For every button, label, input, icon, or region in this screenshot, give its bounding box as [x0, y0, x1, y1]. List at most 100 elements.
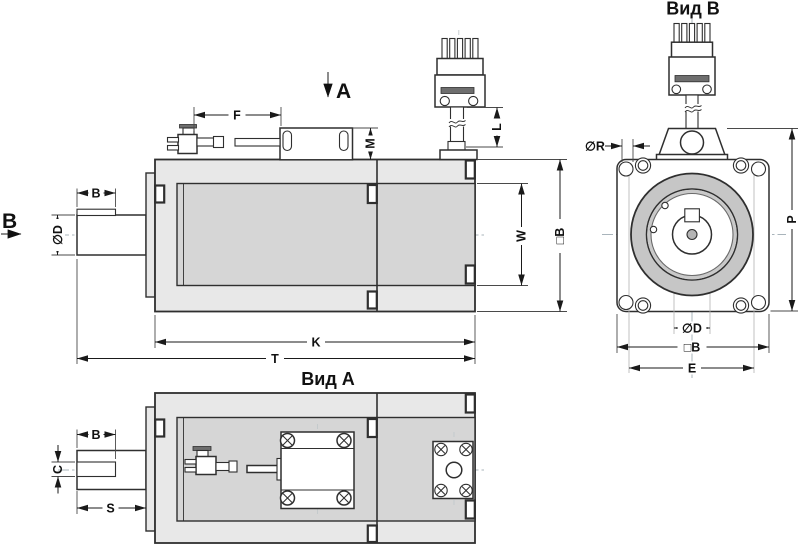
- cable: [685, 94, 699, 134]
- cable-break: [684, 105, 702, 109]
- front-flange-tab: [145, 172, 156, 298]
- keyway: [684, 208, 700, 223]
- bottom-view-title: Вид A: [301, 369, 355, 389]
- cover-screw: [459, 483, 473, 498]
- rear-cover-plate: [432, 432, 474, 508]
- flange-face: [616, 157, 770, 373]
- cover-screw: [459, 442, 473, 457]
- connector-latch: [192, 446, 212, 451]
- mounting-hole: [750, 161, 767, 177]
- counterbore-hole: [732, 297, 750, 314]
- connector-cap: [436, 57, 484, 76]
- dim-label-shaft-dia: ∅D: [51, 225, 65, 245]
- dim-label-front-shaft-dia: ∅D: [682, 321, 702, 335]
- front-view: Вид B: [585, 0, 799, 378]
- clamp-tab: [464, 393, 476, 414]
- keyway-slot: [76, 461, 117, 478]
- connector-pin: [673, 22, 680, 44]
- mounting-hole: [750, 294, 767, 311]
- dim-label-t: T: [271, 352, 279, 366]
- encoder-pigtail-connector: [166, 124, 281, 155]
- bore-ring: [647, 189, 737, 280]
- connector-pin: [449, 37, 456, 60]
- clamp-tab: [464, 264, 476, 285]
- terminal-box-slot: [338, 130, 349, 152]
- dim-label-l: L: [490, 123, 504, 131]
- dim-label-f: F: [233, 109, 241, 123]
- connector-collar: [212, 135, 225, 149]
- front-view-title: Вид B: [666, 0, 720, 19]
- clamp-tab: [366, 524, 378, 544]
- connector-housing: [195, 455, 217, 476]
- clamp-tab: [366, 290, 378, 310]
- dim-label-m: M: [364, 138, 378, 148]
- connector-housing: [177, 133, 198, 155]
- clamp-tab: [464, 499, 476, 520]
- connector-pin: [441, 37, 448, 60]
- dim-label-e: E: [688, 361, 696, 375]
- cover-screw: [434, 483, 448, 498]
- dim-label-p: P: [785, 215, 799, 223]
- connector-boot: [215, 461, 231, 472]
- front-flange-tab: [145, 406, 156, 532]
- dim-label-hole-dia: ∅R: [585, 140, 605, 154]
- cable-fitting: [447, 140, 466, 151]
- connector-stripe: [674, 75, 710, 83]
- view-b-marker: B: [2, 210, 17, 233]
- bore-ring-edge: [650, 192, 734, 277]
- terminal-box-slot: [282, 130, 293, 152]
- mounting-hole: [618, 161, 634, 177]
- connector-stripe: [440, 87, 475, 94]
- connector-screw: [439, 95, 450, 107]
- dim-label-key-length: B: [91, 187, 100, 201]
- power-connector-side: [434, 37, 486, 161]
- cover-screw: [279, 490, 296, 506]
- cover-screw: [434, 442, 448, 457]
- connector-screw: [702, 84, 712, 95]
- connector-pin: [704, 22, 711, 44]
- terminal-box: [279, 127, 354, 161]
- bottom-view: Вид A: [51, 369, 486, 544]
- cable-stub: [246, 464, 281, 474]
- connector-pin: [166, 144, 180, 151]
- cable-break: [448, 120, 466, 124]
- dim-label-front-frame-size: □B: [684, 340, 701, 354]
- clamp-tab: [154, 184, 166, 204]
- shaft: [76, 214, 147, 256]
- counterbore-hole: [732, 157, 750, 174]
- cable-gland-base: [439, 149, 478, 161]
- rear-plate-hole: [445, 461, 463, 479]
- cover-screw: [336, 432, 352, 449]
- body-midsection: [176, 182, 476, 287]
- dim-label-frame-size: □B: [553, 228, 567, 245]
- side-view: F M L B ∅D W: [50, 30, 567, 366]
- counterbore-hole: [634, 297, 652, 314]
- clamp-tab: [464, 159, 476, 180]
- clamp-tab: [366, 183, 378, 205]
- bottom-dimensions: B C S: [51, 428, 146, 515]
- dim-label-s: S: [106, 501, 114, 515]
- motor-shaft: [76, 208, 147, 256]
- cover-screw: [336, 490, 352, 506]
- center-hole: [686, 228, 698, 241]
- terminal-box-bottom: [279, 424, 355, 516]
- dim-label-w: W: [515, 230, 529, 242]
- connector-collar: [228, 460, 238, 473]
- view-markers: A B: [1, 72, 351, 239]
- side-dimensions: F M L B ∅D W: [50, 107, 567, 366]
- cable-break: [448, 124, 466, 128]
- view-a-marker: A: [336, 80, 351, 103]
- small-hole: [649, 225, 658, 234]
- connector-pin: [472, 37, 479, 60]
- motor-shaft-bottom: [76, 449, 147, 491]
- cover-screw: [279, 432, 296, 449]
- power-connector-front: [655, 22, 729, 161]
- small-hole: [661, 201, 669, 210]
- counterbore-hole: [634, 157, 652, 174]
- connector-screw: [468, 95, 479, 107]
- connector-cap: [670, 41, 714, 58]
- dim-label-bottom-key-length: B: [91, 428, 100, 442]
- front-dimensions: ∅R P ∅D □B E: [585, 128, 799, 375]
